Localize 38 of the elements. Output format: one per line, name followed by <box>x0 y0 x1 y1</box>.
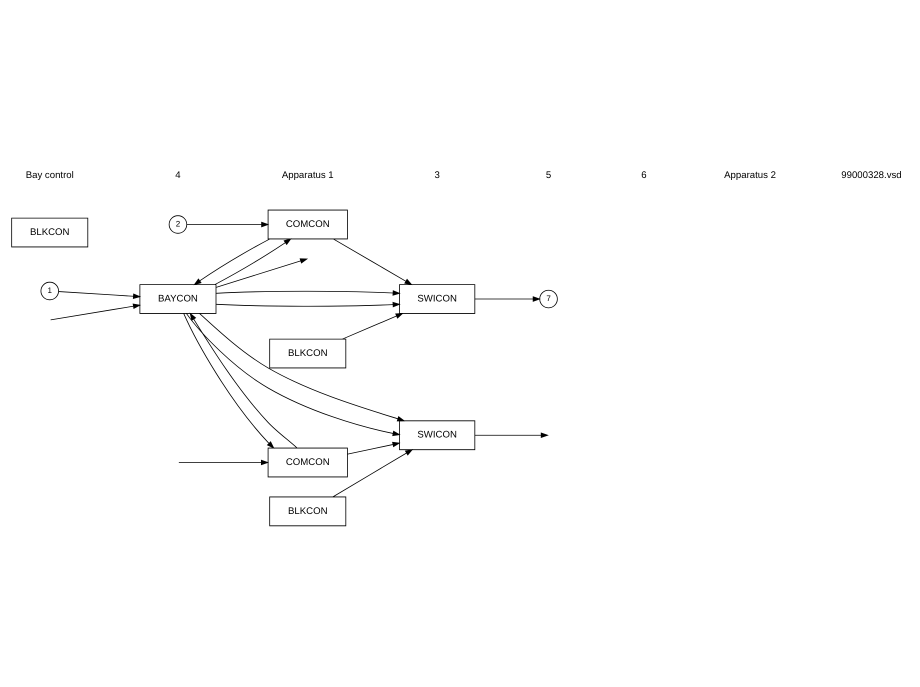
arrow <box>474 296 541 302</box>
label: 4 <box>175 170 181 182</box>
label: Apparatus 2 <box>724 170 776 182</box>
arrow <box>216 258 308 288</box>
label: Apparatus 1 <box>282 170 334 182</box>
label: 99000328.vsd <box>841 170 902 182</box>
arrow <box>58 291 142 300</box>
node-circle: 2 <box>168 215 188 234</box>
arrow <box>183 313 275 449</box>
node-circle: 1 <box>40 282 59 300</box>
node-box: BLKCON <box>269 338 346 368</box>
arrow <box>214 238 292 285</box>
node-box: SWICON <box>399 420 476 450</box>
arrow <box>199 313 406 422</box>
arrow <box>193 238 270 286</box>
arrow <box>178 460 269 466</box>
label: Bay control <box>26 170 74 182</box>
node-box: COMCON <box>268 210 348 240</box>
arrow <box>342 312 404 340</box>
node-box: BLKCON <box>11 218 88 248</box>
label: 3 <box>434 170 440 182</box>
node-box: BLKCON <box>269 496 346 526</box>
arrow <box>347 442 400 455</box>
node-box: SWICON <box>399 284 476 314</box>
arrow <box>186 222 270 228</box>
arrow <box>50 304 142 320</box>
node-box: BAYCON <box>139 284 216 314</box>
arrow <box>333 238 413 286</box>
arrow <box>332 449 414 498</box>
arrow <box>186 313 401 436</box>
arrow <box>216 302 401 308</box>
arrow <box>216 290 401 296</box>
node-circle: 7 <box>539 290 558 308</box>
node-box: COMCON <box>268 448 348 478</box>
label: 6 <box>641 170 647 182</box>
arrow <box>190 312 298 448</box>
arrow <box>474 432 549 438</box>
label: 5 <box>546 170 552 182</box>
